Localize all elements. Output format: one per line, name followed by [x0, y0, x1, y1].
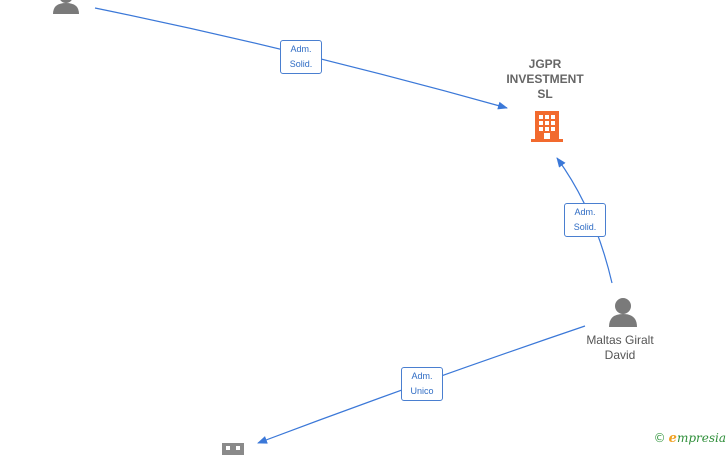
edge-label-line: Unico: [410, 386, 434, 396]
company-label: JGPR INVESTMENT SL: [485, 57, 605, 102]
person-icon[interactable]: [606, 297, 640, 329]
building-icon[interactable]: [531, 110, 563, 144]
copyright-icon: ©: [653, 431, 666, 445]
person-icon[interactable]: [50, 0, 82, 16]
edge-label[interactable]: Adm. Solid.: [564, 203, 606, 237]
person-label-line: Maltas Giralt: [586, 333, 654, 347]
company-label-line: JGPR: [528, 57, 562, 71]
edge-label-line: Adm.: [290, 44, 312, 54]
edge-label-line: Solid.: [573, 222, 597, 232]
person-main-label: Maltas Giralt David: [565, 333, 675, 363]
company-label-line: INVESTMENT: [506, 72, 584, 86]
edge-label[interactable]: Adm. Unico: [401, 367, 443, 401]
person-label-line: David: [604, 348, 636, 362]
edge-label-line: Adm.: [574, 207, 596, 217]
company-label-line: SL: [537, 87, 553, 101]
brand-name: mpresia: [676, 431, 726, 445]
edge-label-line: Adm.: [411, 371, 433, 381]
building-icon[interactable]: [220, 443, 246, 455]
edge-label[interactable]: Adm. Solid.: [280, 40, 322, 74]
edge-label-line: Solid.: [289, 59, 313, 69]
brand-initial: e: [668, 431, 677, 446]
brand-watermark: ©empresia: [654, 431, 726, 446]
